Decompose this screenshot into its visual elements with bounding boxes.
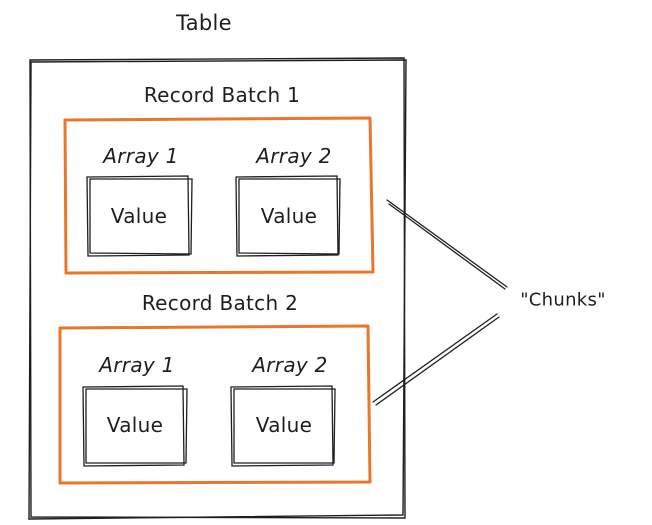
batch-2-array-2-value-box <box>230 385 336 467</box>
batch-2-array-1-label: Array 1 <box>99 353 175 377</box>
table-title: Table <box>176 11 232 35</box>
batch-2-array-1-value: Value <box>106 413 164 437</box>
batch-2-array-1-value-box <box>82 385 188 467</box>
chunks-connector-bottom <box>372 313 500 406</box>
batch-1-array-2-label: Array 2 <box>256 144 332 168</box>
chunks-annotation: "Chunks" <box>520 289 606 311</box>
batch-1-array-2-value-box <box>235 175 341 257</box>
batch-1-array-2-value: Value <box>260 204 318 228</box>
batch-1-array-1-label: Array 1 <box>103 144 179 168</box>
batch-2-array-2-label: Array 2 <box>252 353 328 377</box>
record-batch-1-box <box>63 116 375 275</box>
table-box <box>28 57 407 520</box>
record-batch-2-title: Record Batch 2 <box>141 291 299 315</box>
batch-1-array-1-value: Value <box>110 204 168 228</box>
batch-2-array-2-value: Value <box>255 413 313 437</box>
record-batch-1-title: Record Batch 1 <box>143 83 301 107</box>
batch-1-array-1-value-box <box>86 175 193 257</box>
record-batch-2-box <box>58 324 372 485</box>
chunks-connector-top <box>386 199 508 290</box>
